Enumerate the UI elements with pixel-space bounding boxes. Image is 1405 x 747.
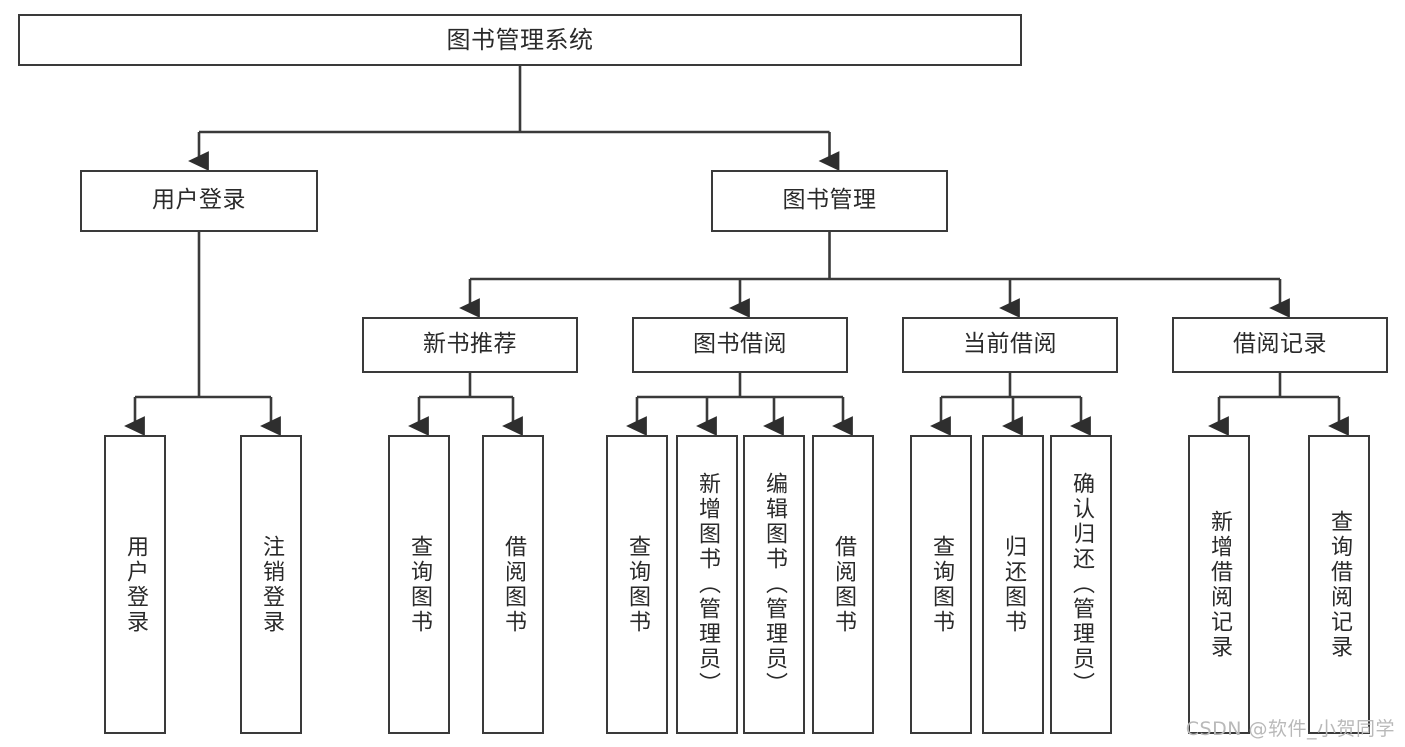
- node-label: 确认归还（管理员）: [1069, 472, 1094, 697]
- node-label: 归还图书: [1001, 534, 1026, 635]
- node-label: 借阅记录: [1233, 331, 1327, 358]
- node-label: 借阅图书: [831, 534, 856, 635]
- node-label: 图书借阅: [693, 331, 787, 358]
- node-l-borrow1[interactable]: 借阅图书: [482, 435, 544, 734]
- node-l-return[interactable]: 归还图书: [982, 435, 1044, 734]
- node-label: 编辑图书（管理员）: [762, 472, 787, 697]
- node-label: 查询图书: [929, 534, 954, 635]
- node-records[interactable]: 借阅记录: [1172, 317, 1388, 373]
- node-l-query3[interactable]: 查询图书: [910, 435, 972, 734]
- node-l-addrec[interactable]: 新增借阅记录: [1188, 435, 1250, 734]
- node-label: 用户登录: [152, 187, 246, 214]
- node-label: 查询借阅记录: [1327, 509, 1352, 660]
- node-bookmgmt[interactable]: 图书管理: [711, 170, 948, 232]
- node-label: 查询图书: [625, 534, 650, 635]
- node-label: 新增借阅记录: [1207, 509, 1232, 660]
- node-root[interactable]: 图书管理系统: [18, 14, 1022, 66]
- node-label: 当前借阅: [963, 331, 1057, 358]
- node-l-login[interactable]: 用户登录: [104, 435, 166, 734]
- node-borrow[interactable]: 图书借阅: [632, 317, 848, 373]
- node-label: 查询图书: [407, 534, 432, 635]
- watermark-label: CSDN @软件_小贺同学: [1185, 718, 1395, 740]
- node-l-query1[interactable]: 查询图书: [388, 435, 450, 734]
- node-label: 新书推荐: [423, 331, 517, 358]
- node-label: 图书管理系统: [446, 25, 594, 54]
- node-l-edit[interactable]: 编辑图书（管理员）: [743, 435, 805, 734]
- node-l-query2[interactable]: 查询图书: [606, 435, 668, 734]
- node-label: 新增图书（管理员）: [695, 472, 720, 697]
- node-l-confirm[interactable]: 确认归还（管理员）: [1050, 435, 1112, 734]
- node-l-logout[interactable]: 注销登录: [240, 435, 302, 734]
- node-l-borrow2[interactable]: 借阅图书: [812, 435, 874, 734]
- node-label: 借阅图书: [501, 534, 526, 635]
- node-newbook[interactable]: 新书推荐: [362, 317, 578, 373]
- node-label: 图书管理: [782, 187, 877, 214]
- node-label: 用户登录: [123, 534, 148, 635]
- node-login[interactable]: 用户登录: [80, 170, 318, 232]
- node-current[interactable]: 当前借阅: [902, 317, 1118, 373]
- node-label: 注销登录: [259, 534, 284, 635]
- node-l-add[interactable]: 新增图书（管理员）: [676, 435, 738, 734]
- node-l-queryrec[interactable]: 查询借阅记录: [1308, 435, 1370, 734]
